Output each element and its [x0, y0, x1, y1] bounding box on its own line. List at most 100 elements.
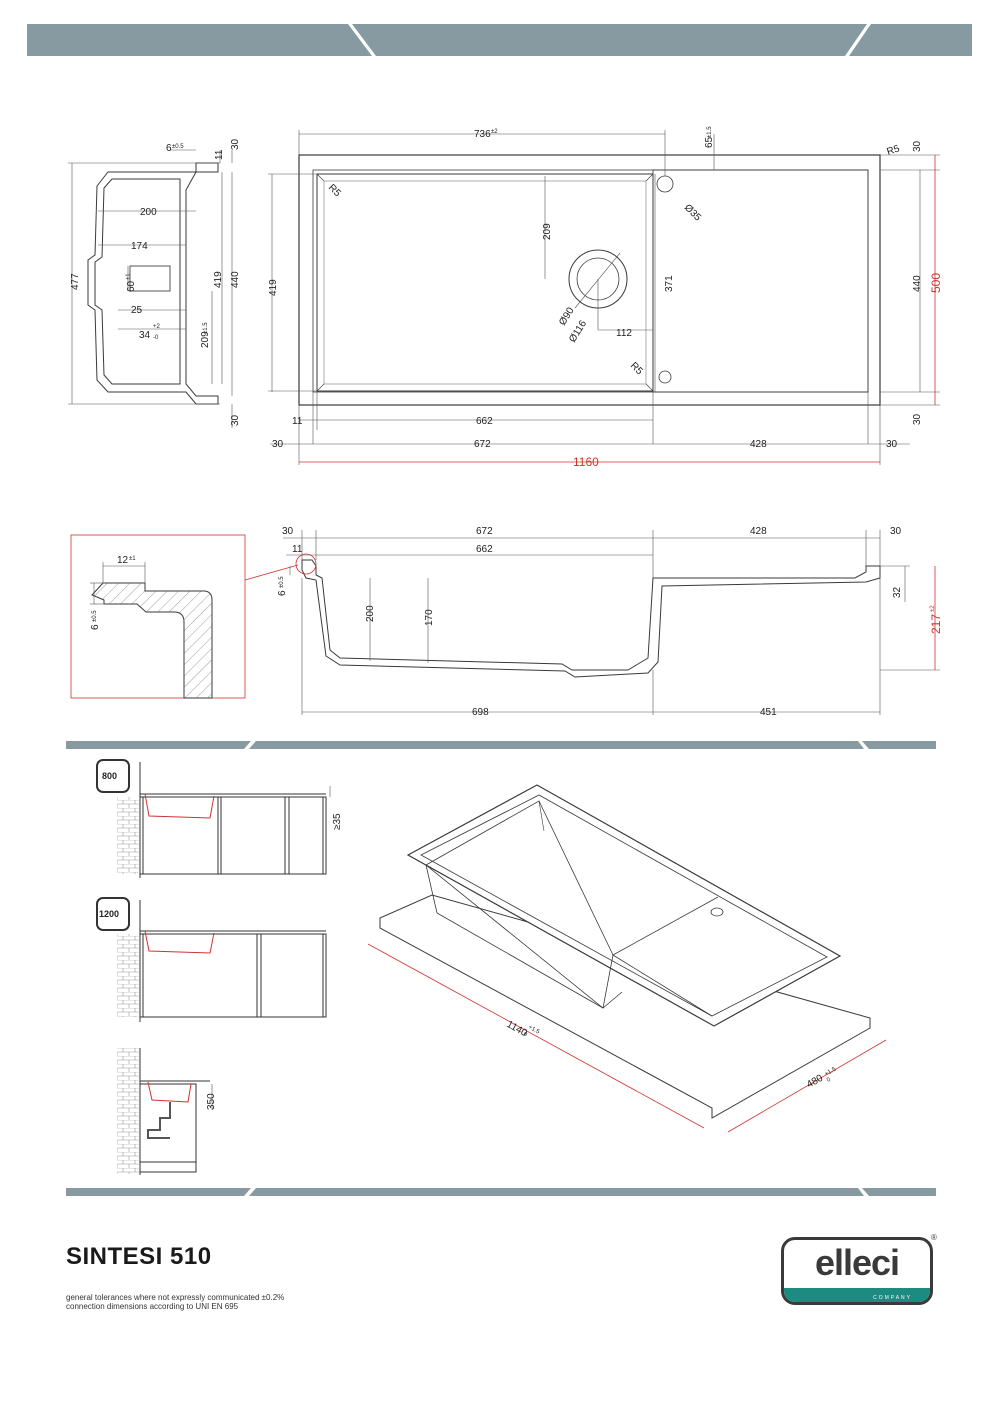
product-title: SINTESI 510 — [66, 1243, 212, 1270]
dim-top-428: 428 — [750, 439, 767, 450]
registered-mark: ® — [931, 1233, 937, 1242]
brick-wall — [117, 797, 139, 874]
dim-top-30-rb: 30 — [912, 413, 923, 425]
install-view-800 — [96, 759, 331, 878]
dim-top-30-r: 30 — [912, 140, 923, 152]
dim-top-440: 440 — [912, 275, 923, 292]
dim-sec-11: 11 — [292, 544, 303, 555]
dim-iso-480: 480 — [805, 1073, 825, 1091]
dim-top-209: 209 — [542, 223, 553, 240]
dim-sec-30-l: 30 — [282, 526, 294, 537]
dim-det-6: 6 — [90, 624, 101, 630]
side-view — [68, 149, 233, 428]
dim-det-12-tol: ±1 — [129, 556, 136, 562]
logo-company: COMPANY — [873, 1295, 912, 1301]
iso-tap-hole — [710, 907, 724, 917]
dim-sec-662: 662 — [476, 544, 493, 555]
detail-view-frame — [70, 534, 246, 699]
dim-side-25: 25 — [131, 305, 143, 316]
dim-side-34-tol-dn: -0 — [153, 335, 159, 341]
dim-iso-480-tol-up: +1.5 — [824, 1066, 838, 1077]
dim-side-477: 477 — [70, 273, 81, 290]
dim-top-1160: 1160 — [573, 455, 599, 469]
detail-view-dimension-texts: 12 ±1 6 ±0.5 — [90, 555, 136, 630]
logo-wordmark: elleci — [814, 1242, 900, 1283]
top-view-bowl — [316, 173, 654, 392]
dim-top-662: 662 — [476, 416, 493, 427]
dim-top-672: 672 — [474, 439, 491, 450]
dim-sec-32: 32 — [892, 586, 903, 598]
top-view-drainer — [652, 169, 869, 393]
top-view-tap-hole — [656, 175, 674, 193]
dim-sec-672: 672 — [476, 526, 493, 537]
dim-top-r5-br: R5 — [628, 360, 645, 377]
dim-top-371: 371 — [664, 275, 675, 292]
tolerance-note: general tolerances where not expressly c… — [66, 1293, 285, 1302]
dim-side-60-tol: ±1 — [126, 273, 132, 280]
dim-det-12: 12 — [117, 555, 129, 566]
top-view-dimension-texts: 736 ±2 65 ±1.5 R5 30 R5 Ø35 209 371 419 … — [268, 126, 943, 469]
isometric-view — [367, 784, 887, 1133]
section-view — [244, 530, 940, 715]
divider-band-lower — [66, 1188, 936, 1196]
top-view-outer-rim — [298, 154, 881, 406]
dim-top-90: Ø90 — [557, 305, 577, 327]
side-view-outline — [87, 162, 219, 405]
dim-top-11: 11 — [292, 416, 303, 427]
dim-sec-200: 200 — [365, 605, 376, 622]
brand-logo: elleci COMPANY — [781, 1237, 933, 1305]
section-view-profile — [301, 559, 881, 678]
header-band — [27, 24, 972, 56]
dim-iso-1140-tol-dn: 0 — [522, 1032, 528, 1039]
dim-side-6: 6 — [166, 143, 172, 154]
dim-top-500: 500 — [929, 273, 943, 293]
dim-det-6-tol: ±0.5 — [92, 610, 98, 622]
cabinet-badge-800 — [96, 759, 130, 793]
sink-outline-1200 — [144, 930, 215, 954]
dim-side-419: 419 — [213, 271, 224, 288]
divider-band-middle — [66, 741, 936, 749]
dim-side-174: 174 — [131, 241, 148, 252]
section-view-dimension-texts: 30 672 428 30 11 662 6 ±0.5 200 170 32 2… — [277, 526, 943, 718]
dim-top-30-rr: 30 — [886, 439, 898, 450]
dim-top-30-l: 30 — [272, 439, 284, 450]
sink-outline-800 — [144, 793, 215, 819]
detail-view-profile — [91, 582, 213, 699]
dim-sec-170: 170 — [424, 609, 435, 626]
dim-side-200: 200 — [140, 207, 157, 218]
dim-top-419: 419 — [268, 279, 279, 296]
dim-sec-451: 451 — [760, 707, 777, 718]
dim-side-34: 34 — [139, 330, 151, 341]
dim-top-35: Ø35 — [682, 202, 703, 223]
dim-install-350: 350 — [206, 1093, 217, 1110]
dim-top-65: 65 — [704, 136, 715, 148]
install-view-drain — [117, 1048, 213, 1175]
connection-note: connection dimensions according to UNI E… — [66, 1302, 239, 1311]
dim-top-112: 112 — [616, 328, 632, 339]
dim-side-60: 60 — [126, 280, 137, 292]
dim-sec-6: 6 — [277, 590, 288, 596]
dim-sec-217: 217 — [929, 614, 943, 634]
dim-sec-428: 428 — [750, 526, 767, 537]
dim-sec-6-tol: ±0.5 — [279, 576, 285, 588]
dim-top-116: Ø116 — [567, 318, 589, 344]
dim-side-209-tol: ±1.5 — [203, 322, 209, 334]
top-view — [268, 130, 940, 465]
dim-side-34-tol-up: +2 — [153, 324, 161, 330]
dim-sec-30-r: 30 — [890, 526, 902, 537]
install-view-1200 — [96, 897, 327, 1022]
cabinet-badge-1200 — [96, 897, 130, 931]
logo-band — [784, 1288, 930, 1302]
dim-side-440: 440 — [230, 271, 241, 288]
dim-top-r5-tl: R5 — [326, 182, 343, 199]
dim-install-35: ≥35 — [332, 813, 343, 830]
dim-side-30-bot: 30 — [230, 414, 241, 426]
dim-iso-1140-tol-up: +1.5 — [527, 1025, 541, 1036]
cabinet-label-800: 800 — [102, 771, 117, 781]
side-view-dimension-texts: 6 ±0.5 11 30 477 200 174 60 ±1 25 34 +2 … — [70, 138, 241, 426]
dim-sec-217-tol: ±2 — [930, 605, 936, 612]
dim-iso-480-tol-dn: 0 — [826, 1077, 832, 1084]
dim-side-6-tol: ±0.5 — [172, 144, 184, 150]
detail-view — [70, 534, 246, 699]
